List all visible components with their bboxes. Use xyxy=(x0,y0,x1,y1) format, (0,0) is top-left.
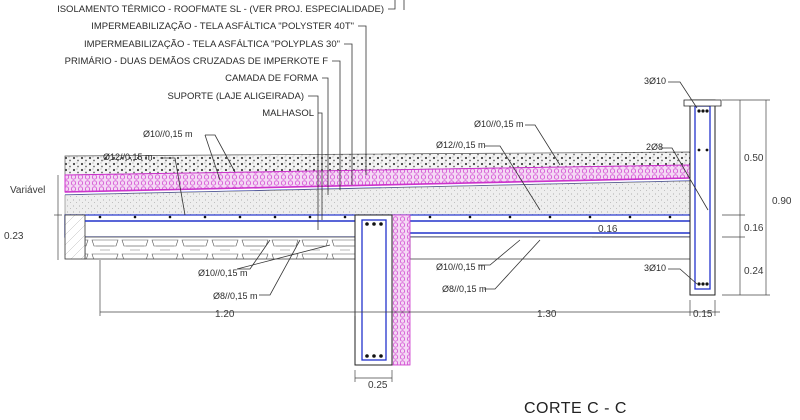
dim-beam-width: 0.25 xyxy=(368,380,388,391)
rebar-upstand-top: 3Ø10 xyxy=(644,76,666,86)
dim-left-span: 1.20 xyxy=(215,309,235,320)
dim-upstand-width: 0.15 xyxy=(693,309,713,320)
rebar-bot-left-2: Ø8//0,15 m xyxy=(213,291,258,301)
rebar-top-left: Ø12//0,15 m xyxy=(103,152,153,162)
dim-slab-thickness: 0.23 xyxy=(4,231,24,242)
upstand-body xyxy=(689,99,716,296)
dim-050: 0.50 xyxy=(744,153,764,164)
dimension-lines xyxy=(54,99,770,382)
layer-labels: ISOLAMENTO TÉRMICO - ROOFMATE SL - (VER … xyxy=(57,4,384,119)
label-primario: PRIMÁRIO - DUAS DEMÃOS CRUZADAS DE IMPER… xyxy=(65,56,329,67)
left-support xyxy=(64,214,86,260)
layer-leaders xyxy=(308,0,405,230)
rebar-leaders xyxy=(160,81,709,296)
rebar-top-mid: Ø12//0,15 m xyxy=(436,140,486,150)
rebar-bot-left-1: Ø10//0,15 m xyxy=(198,268,248,278)
label-isolamento: ISOLAMENTO TÉRMICO - ROOFMATE SL - (VER … xyxy=(57,4,384,15)
label-malhasol: MALHASOL xyxy=(262,108,314,119)
rebar-upstand-bot: 3Ø10 xyxy=(644,263,666,273)
membrane-line xyxy=(64,177,691,193)
rebar-bot-mid-2: Ø8//0,15 m xyxy=(442,284,487,294)
dim-016: 0.16 xyxy=(744,223,764,234)
upstand-cap xyxy=(683,99,722,107)
dimension-labels: Variável 0.23 1.20 1.30 0.15 0.25 0.16 0… xyxy=(4,153,792,391)
central-beam xyxy=(354,214,411,366)
rebar-top-right: Ø10//0,15 m xyxy=(474,119,524,129)
dim-right-span: 1.30 xyxy=(537,309,557,320)
label-suporte: SUPORTE (LAJE ALIGEIRADA) xyxy=(167,91,304,102)
beam-insulation xyxy=(391,214,411,366)
label-imper-30: IMPERMEABILIZAÇÃO - TELA ASFÁLTICA "POLY… xyxy=(84,39,340,50)
roof-build-up xyxy=(64,151,691,216)
rebar-labels: Ø10//0,15 m Ø12//0,15 m Ø12//0,15 m Ø10/… xyxy=(103,76,666,301)
dim-024: 0.24 xyxy=(744,266,764,277)
dim-variavel: Variável xyxy=(10,185,45,196)
rebar-bot-mid-1: Ø10//0,15 m xyxy=(436,262,486,272)
label-camada-forma: CAMADA DE FORMA xyxy=(225,73,319,84)
upstand xyxy=(683,99,722,296)
dim-016-inner: 0.16 xyxy=(598,224,618,235)
beam-stirrup xyxy=(361,219,387,361)
slab-blocks-right xyxy=(409,236,691,260)
rebar-upstand-mid: 2Ø8 xyxy=(646,142,663,152)
slab-rebar-dots xyxy=(98,215,672,219)
rebar-top-left-2: Ø10//0,15 m xyxy=(143,129,193,139)
dim-090: 0.90 xyxy=(772,196,792,207)
label-imper-40t: IMPERMEABILIZAÇÃO - TELA ASFÁLTICA "POLY… xyxy=(91,21,354,32)
section-title: CORTE C - C xyxy=(524,400,627,417)
slab-blocks xyxy=(84,236,356,260)
